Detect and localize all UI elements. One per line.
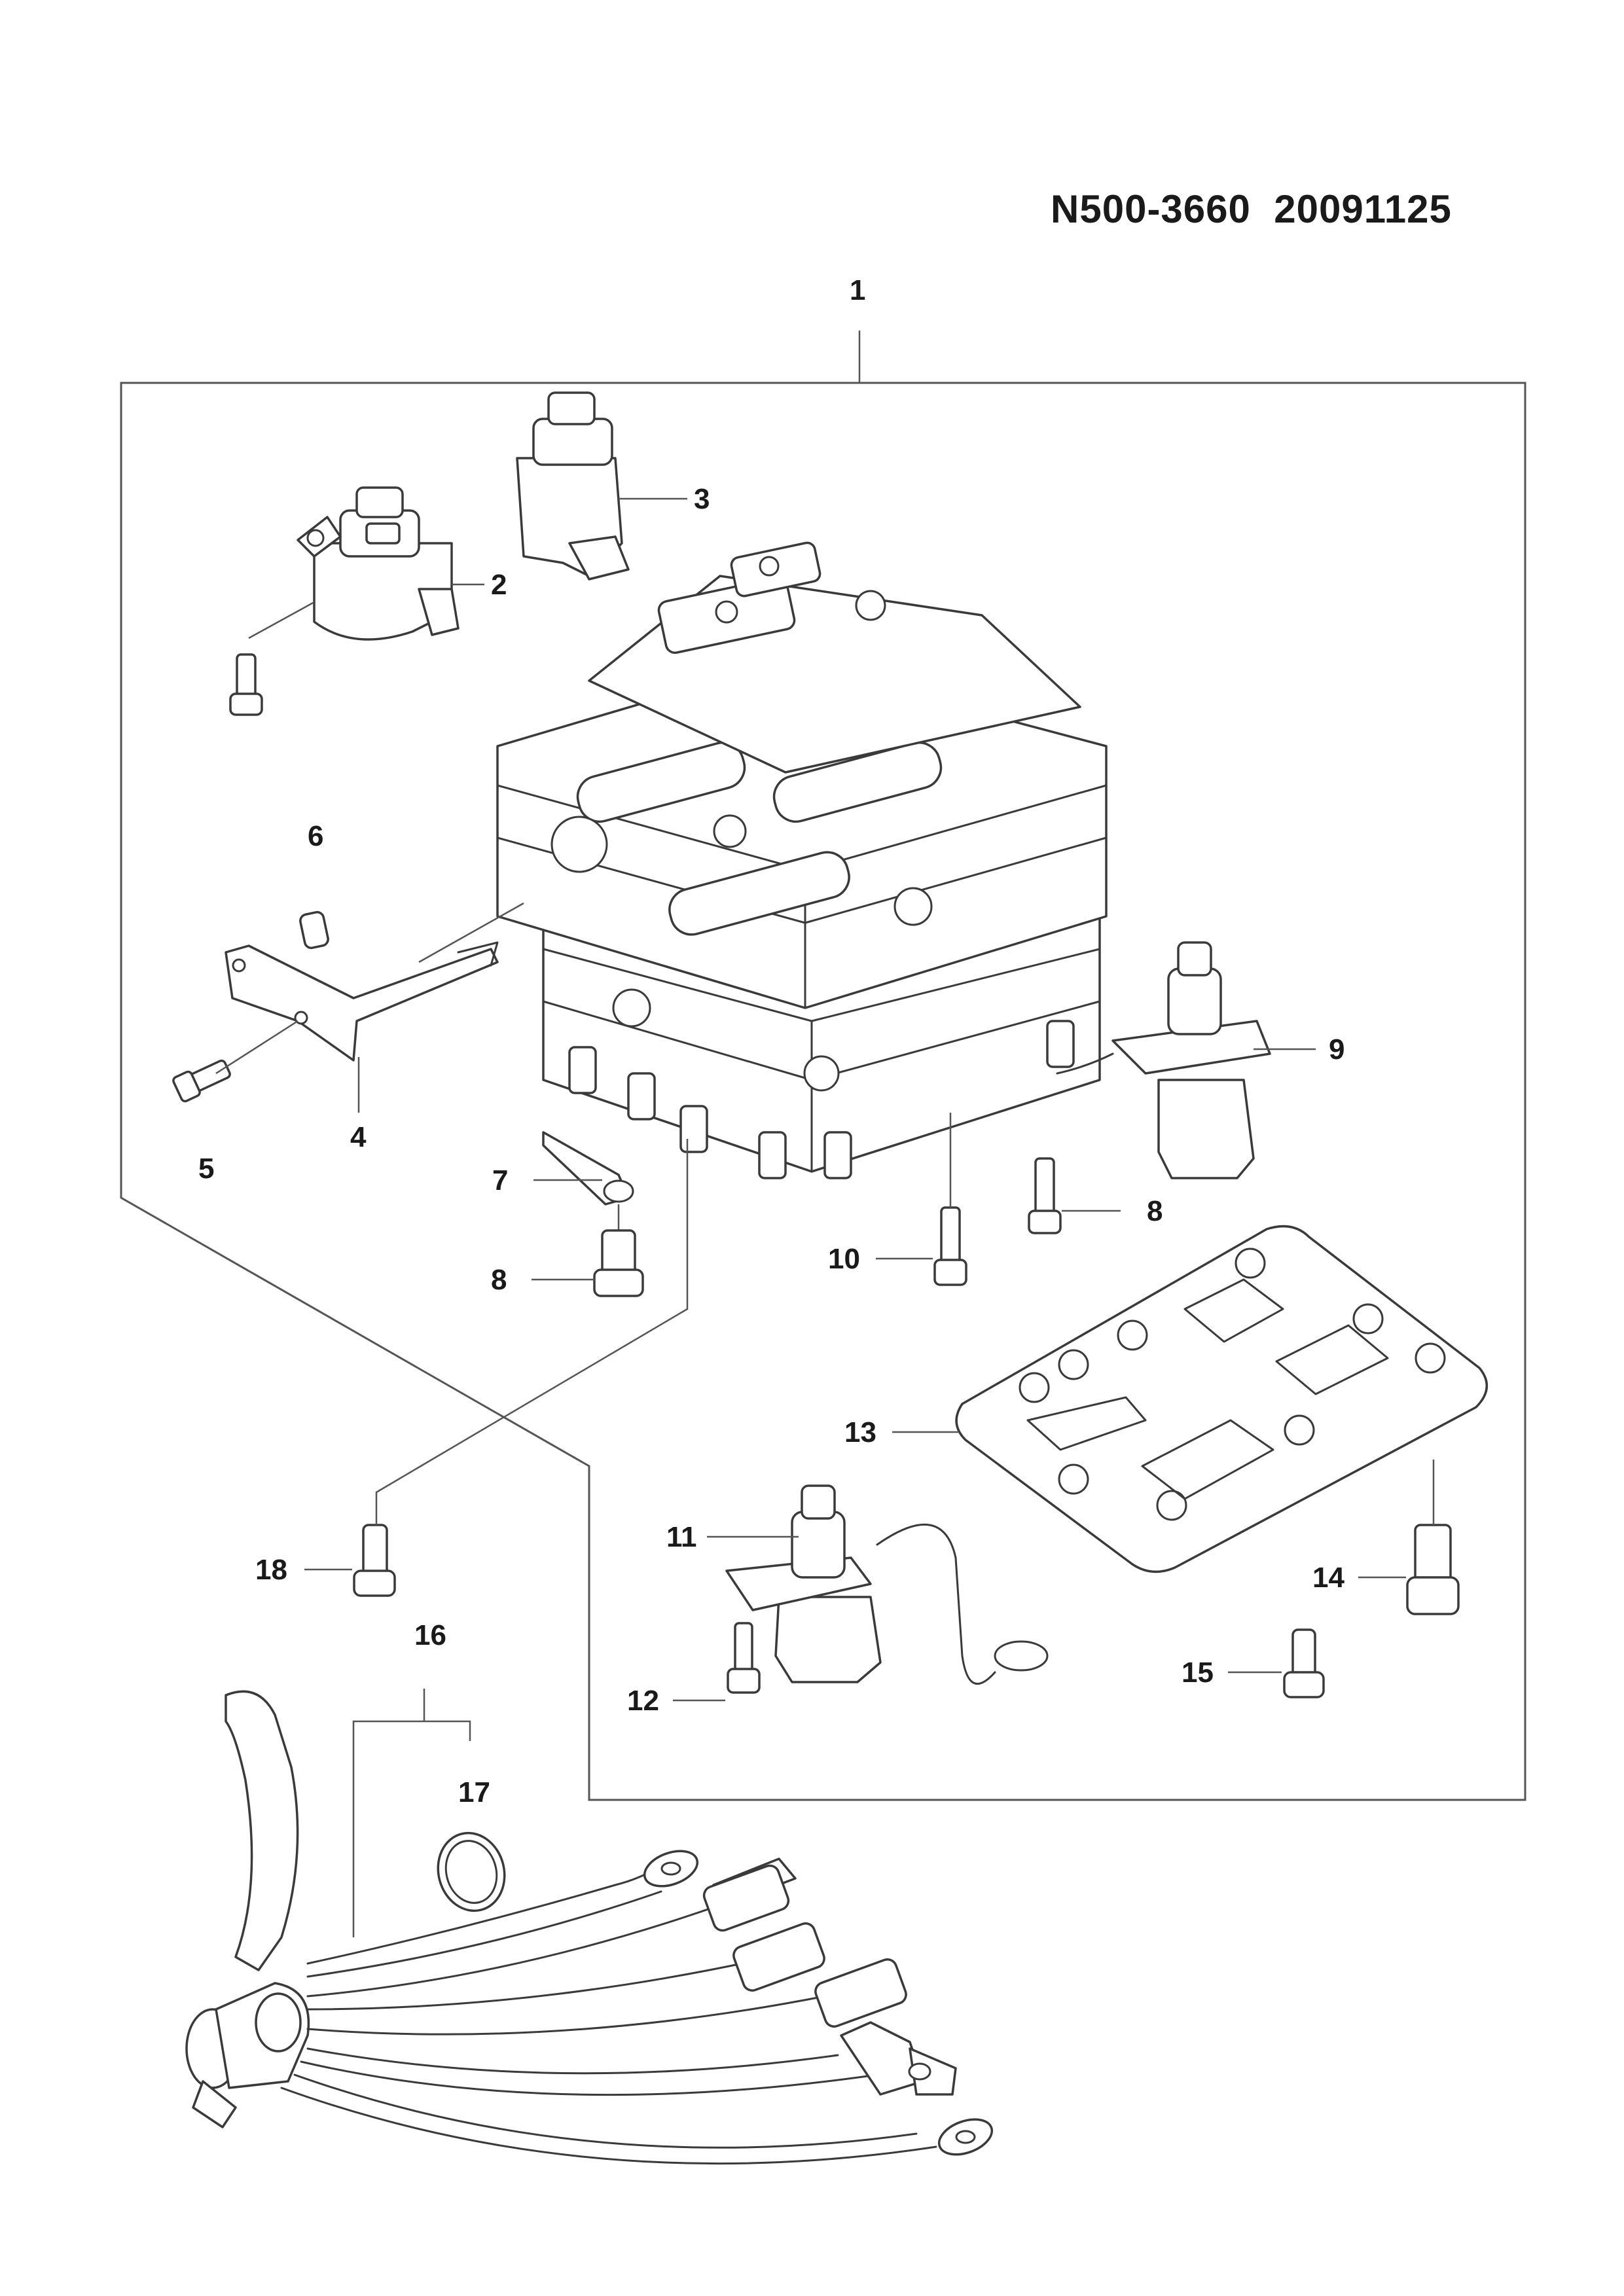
callout-6: 6 [308,820,323,852]
part-8-bolt-right [1028,1157,1062,1234]
part-15-bolt [1283,1628,1325,1698]
callout-16: 16 [414,1619,446,1651]
part-14-bolt [1406,1524,1460,1615]
leader-4-body [418,902,524,963]
callout-15: 15 [1182,1657,1214,1689]
part-12-bolt [727,1622,761,1694]
part-7-clip [542,1131,634,1206]
part-6-pin [299,910,329,950]
leader-5 [215,1020,298,1075]
part-4-bracket [225,941,499,1062]
callout-13: 13 [844,1416,876,1448]
part-3-solenoid [516,391,630,581]
part-13-plate [955,1225,1489,1573]
leader-2-bolt [248,601,315,639]
callout-10: 10 [828,1243,860,1275]
callout-1: 1 [850,274,865,306]
callout-17: 17 [458,1776,490,1808]
part-8-bolt-left [593,1229,644,1297]
callout-5: 5 [198,1153,214,1185]
callout-14: 14 [1312,1562,1344,1594]
callout-4: 4 [350,1121,367,1153]
callout-3: 3 [694,483,710,515]
callout-9: 9 [1329,1033,1344,1066]
part-11-solenoid [725,1484,1049,1685]
document-code: N500-3660 20091125 [1051,187,1452,231]
callout-2: 2 [491,569,507,601]
callout-18: 18 [255,1554,287,1586]
part-9-solenoid [1056,941,1271,1179]
part-10-bolt [933,1206,967,1286]
callout-7: 7 [492,1164,508,1196]
callout-8-right: 8 [1147,1195,1163,1227]
valve-body [496,541,1108,1179]
callout-8-left: 8 [491,1264,507,1296]
part-16-harness [185,1690,994,2165]
leader-18-body [375,1139,689,1525]
part-2-solenoid [297,486,460,641]
assembly-frame [120,382,1526,1801]
callout-12: 12 [627,1685,659,1717]
callout-11: 11 [666,1521,697,1553]
part-5-screw [172,1059,231,1103]
bracket-16 [352,1720,471,1937]
part-17-o-ring [437,1831,506,1912]
part-2-bolt [229,653,263,716]
part-18-bolt [353,1524,396,1597]
